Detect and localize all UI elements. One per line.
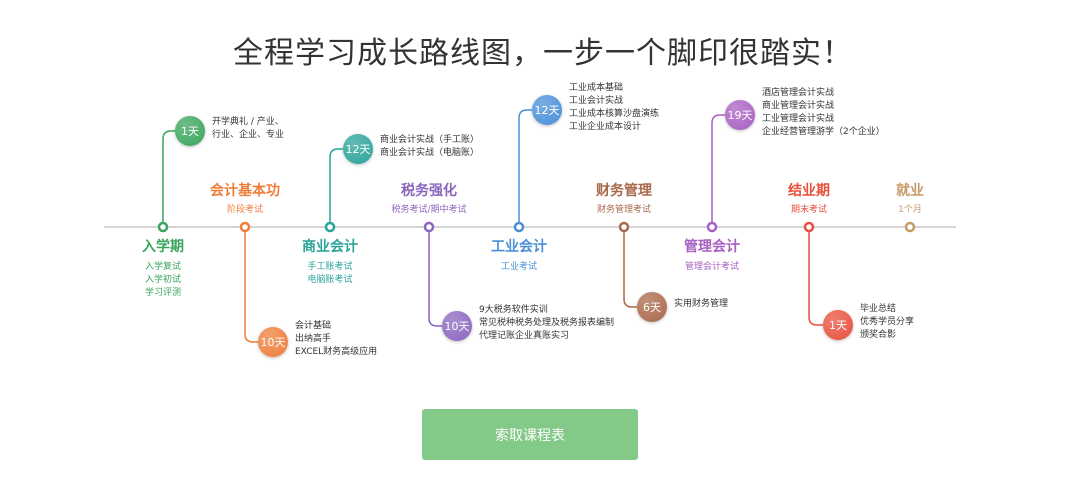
stage-dot bbox=[157, 221, 169, 233]
stage-name: 工业会计 bbox=[491, 239, 547, 255]
module-item: 代理记账企业真账实习 bbox=[479, 331, 570, 341]
stage-exam: 1个月 bbox=[898, 205, 922, 215]
stage-exam: 手工账考试 bbox=[307, 262, 353, 272]
duration-badge: 10天 bbox=[258, 327, 288, 357]
stage-exam: 阶段考试 bbox=[226, 205, 264, 215]
page-title: 全程学习成长路线图，一步一个脚印很踏实！ bbox=[233, 36, 853, 71]
stage-dot bbox=[239, 221, 251, 233]
stage-exams: 管理会计考试 bbox=[685, 261, 739, 274]
stage-exam: 电脑账考试 bbox=[307, 275, 353, 285]
stage-dot bbox=[513, 221, 525, 233]
module-item: 实用财务管理 bbox=[674, 299, 729, 309]
stage-name: 就业 bbox=[896, 183, 924, 199]
module-item: 工业成本核算沙盘演练 bbox=[569, 109, 660, 119]
stage-exam: 财务管理考试 bbox=[596, 205, 652, 215]
duration-badge: 1天 bbox=[175, 116, 205, 146]
stage-exams: 税务考试/期中考试 bbox=[391, 204, 466, 217]
module-item: 企业经营管理游学（2个企业） bbox=[762, 127, 885, 137]
module-items: 实用财务管理 bbox=[674, 298, 728, 311]
timeline-diagram bbox=[104, 109, 956, 343]
stage-name: 税务强化 bbox=[401, 183, 457, 199]
stage-dot bbox=[324, 221, 336, 233]
stage-exam: 学习评测 bbox=[144, 288, 182, 298]
connector-line bbox=[428, 227, 442, 327]
duration-badge: 19天 bbox=[725, 100, 755, 130]
module-items: 开学典礼 / 产业、行业、企业、专业 bbox=[212, 116, 284, 142]
module-item: 工业管理会计实战 bbox=[762, 114, 835, 124]
stage-dot bbox=[618, 221, 630, 233]
module-item: 酒店管理会计实战 bbox=[762, 88, 835, 98]
stage-name: 财务管理 bbox=[596, 183, 652, 199]
module-items: 商业会计实战（手工账） 商业会计实战（电脑账） bbox=[380, 134, 479, 160]
module-item: 工业成本基础 bbox=[569, 83, 624, 93]
stage-dot bbox=[904, 221, 916, 233]
module-items: 毕业总结优秀学员分享颁奖合影 bbox=[860, 303, 914, 342]
duration-badge: 1天 bbox=[823, 310, 853, 340]
module-item: 商业会计实战（电脑账） bbox=[380, 148, 480, 158]
stage-exams: 手工账考试电脑账考试 bbox=[307, 261, 352, 287]
stage-exams: 阶段考试 bbox=[227, 204, 263, 217]
request-schedule-button[interactable]: 索取课程表 bbox=[422, 409, 638, 460]
stage-exams: 财务管理考试 bbox=[597, 204, 651, 217]
connector-line bbox=[711, 114, 725, 227]
module-item: 工业企业成本设计 bbox=[569, 122, 642, 132]
module-item: 颁奖合影 bbox=[860, 330, 897, 340]
module-item: 9大税务软件实训 bbox=[479, 305, 548, 315]
stage-exams: 期末考试 bbox=[791, 204, 827, 217]
connector-line bbox=[244, 227, 258, 343]
duration-badge: 12天 bbox=[343, 134, 373, 164]
module-item: 出纳高手 bbox=[295, 334, 332, 344]
connector-line bbox=[623, 227, 637, 308]
stage-exam: 工业考试 bbox=[500, 262, 538, 272]
module-item: 开学典礼 / 产业、 bbox=[212, 117, 284, 127]
module-items: 酒店管理会计实战商业管理会计实战工业管理会计实战企业经营管理游学（2个企业） bbox=[762, 87, 885, 139]
module-item: 优秀学员分享 bbox=[860, 317, 915, 327]
module-items: 9大税务软件实训常见税种税务处理及税务报表编制代理记账企业真账实习 bbox=[479, 304, 614, 343]
stage-dot bbox=[423, 221, 435, 233]
stage-exams: 工业考试 bbox=[501, 261, 537, 274]
stage-exam: 税务考试/期中考试 bbox=[391, 205, 467, 215]
module-item: EXCEL财务高级应用 bbox=[295, 347, 378, 357]
stage-name: 管理会计 bbox=[684, 239, 740, 255]
stage-exam: 管理会计考试 bbox=[684, 262, 740, 272]
duration-badge: 10天 bbox=[442, 311, 472, 341]
stage-exam: 期末考试 bbox=[790, 205, 828, 215]
connector-line bbox=[808, 227, 823, 326]
stage-name: 商业会计 bbox=[302, 239, 358, 255]
connector-line bbox=[329, 148, 343, 227]
module-items: 会计基础出纳高手 EXCEL财务高级应用 bbox=[295, 320, 377, 359]
stage-name: 入学期 bbox=[142, 239, 184, 255]
stage-exam: 入学复试 bbox=[144, 262, 182, 272]
module-item: 会计基础 bbox=[295, 321, 332, 331]
stage-name: 结业期 bbox=[788, 183, 830, 199]
stage-exams: 1个月 bbox=[898, 204, 922, 217]
module-item: 行业、企业、专业 bbox=[212, 130, 285, 140]
module-items: 工业成本基础工业会计实战工业成本核算沙盘演练工业企业成本设计 bbox=[569, 82, 659, 134]
duration-badge: 12天 bbox=[532, 95, 562, 125]
connector-line bbox=[518, 109, 532, 227]
connector-line bbox=[162, 130, 175, 227]
duration-badge: 6天 bbox=[637, 292, 667, 322]
module-item: 商业会计实战（手工账） bbox=[380, 135, 480, 145]
module-item: 工业会计实战 bbox=[569, 96, 624, 106]
stage-exams: 入学复试入学初试学习评测 bbox=[145, 261, 181, 300]
module-item: 毕业总结 bbox=[860, 304, 897, 314]
stage-dot bbox=[803, 221, 815, 233]
module-item: 商业管理会计实战 bbox=[762, 101, 835, 111]
stage-name: 会计基本功 bbox=[210, 183, 280, 199]
stage-dot bbox=[706, 221, 718, 233]
stage-exam: 入学初试 bbox=[144, 275, 182, 285]
module-item: 常见税种税务处理及税务报表编制 bbox=[479, 318, 615, 328]
